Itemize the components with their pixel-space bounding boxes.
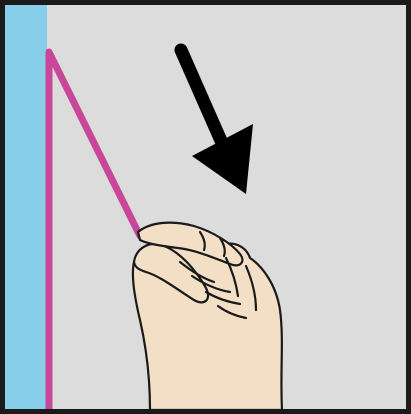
- edge-strip: [4, 4, 47, 410]
